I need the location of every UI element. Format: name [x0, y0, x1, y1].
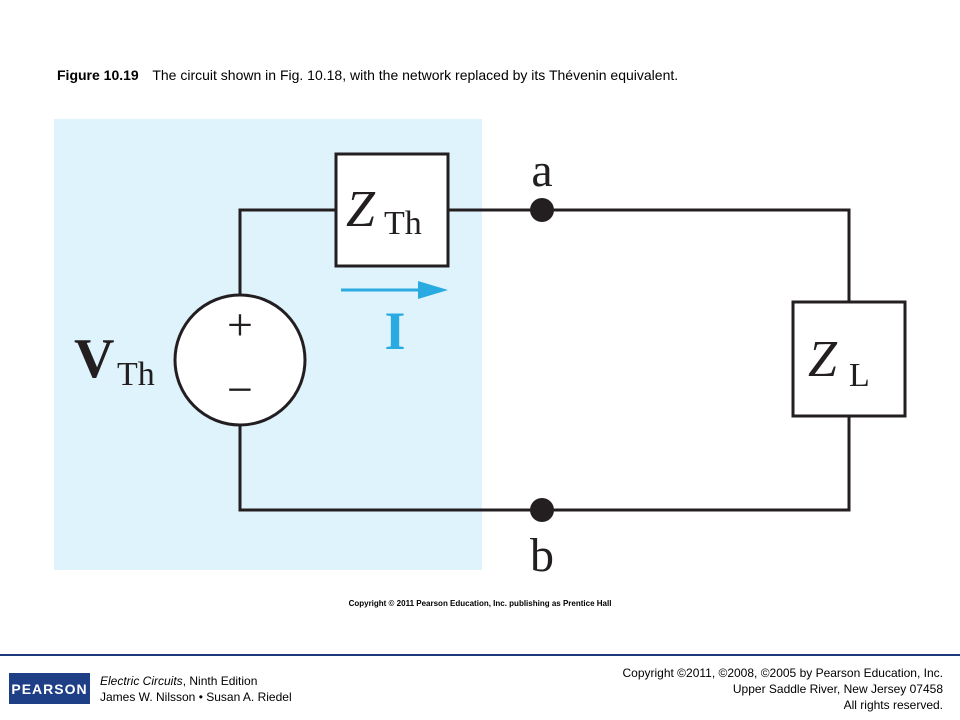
source-plus-sign: +	[227, 299, 253, 350]
pearson-logo-text: PEARSON	[11, 680, 88, 697]
book-title: Electric Circuits	[100, 674, 183, 688]
copyright-line-2: Upper Saddle River, New Jersey 07458	[732, 682, 943, 696]
figure-copyright: Copyright © 2011 Pearson Education, Inc.…	[348, 599, 612, 608]
voltage-source-circle	[173, 293, 307, 427]
zth-symbol: Z	[346, 181, 376, 238]
book-info: Electric Circuits, Ninth Edition James W…	[100, 673, 292, 705]
figure-caption: Figure 10.19 The circuit shown in Fig. 1…	[57, 67, 678, 83]
copyright-line-3: All rights reserved.	[843, 698, 943, 712]
wire-source-to-zth	[238, 208, 336, 295]
source-minus-sign: −	[227, 364, 253, 415]
zl-subscript: L	[849, 357, 870, 394]
publisher-copyright: Copyright ©2011, ©2008, ©2005 by Pearson…	[622, 665, 943, 713]
zl-symbol: Z	[808, 331, 838, 388]
figure-label: Figure 10.19	[57, 67, 139, 83]
vth-subscript: Th	[117, 356, 155, 393]
footer-divider	[0, 654, 960, 656]
current-label: I	[384, 301, 405, 361]
vth-symbol: V	[74, 328, 114, 390]
terminal-a-node	[530, 198, 554, 222]
book-edition: , Ninth Edition	[182, 674, 258, 688]
terminal-b-node	[530, 498, 554, 522]
book-authors: James W. Nilsson • Susan A. Riedel	[100, 690, 292, 704]
terminal-b-label: b	[530, 529, 554, 582]
book-title-line: Electric Circuits, Ninth Edition	[100, 673, 292, 689]
zth-impedance-box	[334, 152, 450, 268]
copyright-line-1: Copyright ©2011, ©2008, ©2005 by Pearson…	[622, 666, 943, 680]
pearson-logo: PEARSON	[9, 673, 90, 704]
zth-subscript: Th	[384, 205, 422, 242]
circuit-diagram: Z Th Z L + − V Th I a b	[54, 119, 907, 582]
terminal-a-label: a	[531, 144, 552, 197]
current-arrow-head	[418, 281, 448, 299]
figure-caption-text: The circuit shown in Fig. 10.18, with th…	[152, 67, 679, 83]
zl-impedance-box	[791, 300, 907, 418]
wire-top-to-zl	[448, 208, 851, 302]
